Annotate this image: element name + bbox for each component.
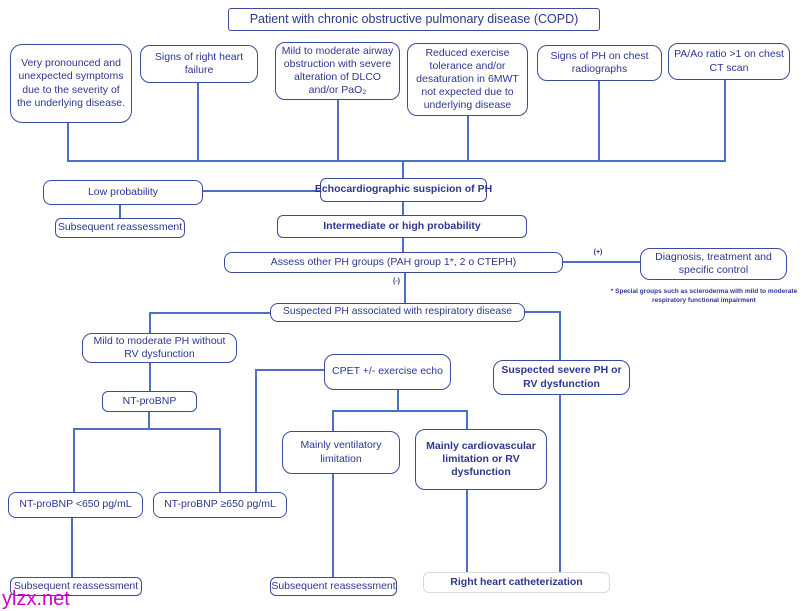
node-nt-probnp-above-650: NT-proBNP ≥650 pg/mL [153,492,287,518]
connector-line [404,273,406,303]
node-criteria-chest-radiographs: Signs of PH on chest radiographs [537,45,662,81]
connector-line [467,116,469,162]
node-criteria-pronounced-symptoms: Very pronounced and unexpected symptoms … [10,44,132,123]
connector-line [724,80,726,162]
node-nt-probnp: NT-proBNP [102,391,197,412]
node-mainly-cardiovascular-limitation: Mainly cardiovascular limitation or RV d… [415,429,547,490]
node-mainly-ventilatory-limitation: Mainly ventilatory limitation [282,431,400,474]
connector-line [402,202,404,215]
connector-line [402,160,404,178]
node-assess-other-ph-groups: Assess other PH groups (PAH group 1*, 2 … [224,252,563,273]
connector-line [332,474,334,577]
connector-line [73,428,221,430]
connector-line [71,518,73,577]
connector-line [255,369,257,492]
node-criteria-pa-ao-ratio: PA/Ao ratio >1 on chest CT scan [668,43,790,80]
connector-line [559,311,561,572]
node-title-copd-patient: Patient with chronic obstructive pulmona… [228,8,600,31]
connector-line [73,428,75,492]
watermark-text: ylzx.net [2,588,70,610]
connector-line [332,410,334,431]
connector-line [148,412,150,430]
connector-bus-line [67,160,726,162]
negative-edge-label: (-) [393,278,400,285]
node-criteria-exercise-tolerance: Reduced exercise tolerance and/or desatu… [407,43,528,116]
connector-line [150,312,270,314]
connector-line [337,100,339,162]
node-subsequent-reassessment-3: Subsequent reassessment [270,577,397,596]
node-nt-probnp-below-650: NT-proBNP <650 pg/mL [8,492,143,518]
connector-line [149,363,151,391]
connector-line [203,190,320,192]
node-mild-moderate-ph: Mild to moderate PH without RV dysfuncti… [82,333,237,363]
connector-line [525,311,561,313]
positive-edge-label: (+) [593,249,603,256]
connector-line [119,205,121,218]
node-suspected-ph-respiratory: Suspected PH associated with respiratory… [270,303,525,322]
connector-line [563,261,640,263]
special-groups-footnote: * Special groups such as scleroderma wit… [610,288,798,304]
connector-line [402,238,404,252]
node-echo-suspicion: Echocardiographic suspicion of PH [315,178,492,202]
connector-line [255,369,324,371]
connector-line [466,490,468,572]
node-diagnosis-treatment-control: Diagnosis, treatment and specific contro… [640,248,787,280]
node-subsequent-reassessment-1: Subsequent reassessment [55,218,185,238]
node-low-probability: Low probability [43,180,203,205]
node-suspected-severe-ph: Suspected severe PH or RV dysfunction [493,360,630,395]
connector-line [219,428,221,492]
connector-line [466,410,468,429]
node-subsequent-reassessment-2: Subsequent reassessment [10,577,142,596]
connector-line [67,123,69,162]
connector-line [149,312,151,333]
connector-line [598,81,600,162]
node-cpet-exercise-echo: CPET +/- exercise echo [324,354,451,390]
node-right-heart-catheterization: Right heart catheterization [423,572,610,593]
node-criteria-airway-obstruction: Mild to moderate airway obstruction with… [275,42,400,100]
node-intermediate-high-probability: Intermediate or high probability [277,215,527,238]
connector-line [197,83,199,162]
connector-line [397,390,399,412]
connector-line [332,410,468,412]
node-criteria-right-heart-failure: Signs of right heart failure [140,45,258,83]
